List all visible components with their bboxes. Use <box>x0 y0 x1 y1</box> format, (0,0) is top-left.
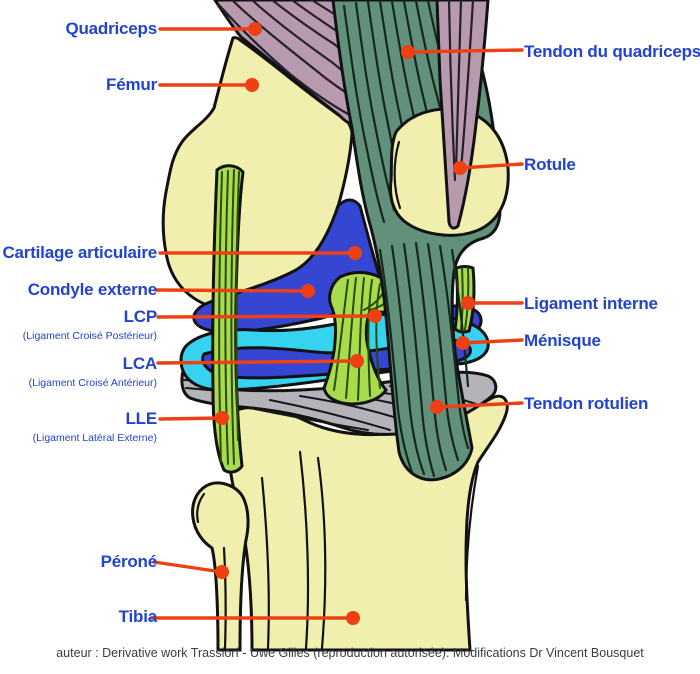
label-tibia: Tibia <box>118 607 158 626</box>
leader-cartilage <box>158 246 362 260</box>
label-ligament-interne: Ligament interne <box>524 294 658 313</box>
leader-tendon-rotulien <box>430 400 524 414</box>
label-lcp: LCP <box>123 307 158 326</box>
label-rotule: Rotule <box>524 155 576 174</box>
leader-lines <box>150 22 524 625</box>
label-condyle-externe: Condyle externe <box>27 280 157 299</box>
label-lcp-sub: (Ligament Croisé Postérieur) <box>22 330 157 342</box>
label-femur: Fémur <box>106 75 157 94</box>
leader-menisque <box>456 336 524 350</box>
patella-contour-line <box>393 140 402 210</box>
label-lle-sub: (Ligament Latéral Externe) <box>32 432 157 444</box>
label-perone: Péroné <box>100 552 158 571</box>
leader-tendon-quadriceps <box>401 45 524 59</box>
label-quadriceps: Quadriceps <box>65 19 157 38</box>
tibia-contour-lines <box>260 450 480 650</box>
label-menisque: Ménisque <box>524 331 601 350</box>
label-tendon-du-quadriceps: Tendon du quadriceps <box>524 42 700 61</box>
leader-tibia <box>150 611 360 625</box>
label-lle: LLE <box>125 409 157 428</box>
leader-rotule <box>453 161 524 175</box>
cruciate-ligaments-stripes <box>333 277 393 401</box>
leader-perone <box>152 560 229 579</box>
leader-lca <box>156 354 364 368</box>
author-caption: auteur : Derivative work Trassiorf - Uwe… <box>56 646 644 660</box>
leader-lle <box>158 411 229 425</box>
leader-quadriceps <box>158 22 262 36</box>
fibula-contour-lines <box>196 492 227 650</box>
leader-femur <box>158 78 259 92</box>
label-tendon-rotulien: Tendon rotulien <box>524 394 649 413</box>
leader-lcp <box>156 309 382 323</box>
leader-ligament-interne <box>461 296 524 310</box>
label-lca-sub: (Ligament Croisé Antérieur) <box>28 377 157 389</box>
leader-condyle <box>154 284 315 298</box>
label-lca: LCA <box>122 354 158 373</box>
label-cartilage-articulaire: Cartilage articulaire <box>2 243 157 262</box>
quadriceps-muscle-right-stripes <box>447 0 475 182</box>
